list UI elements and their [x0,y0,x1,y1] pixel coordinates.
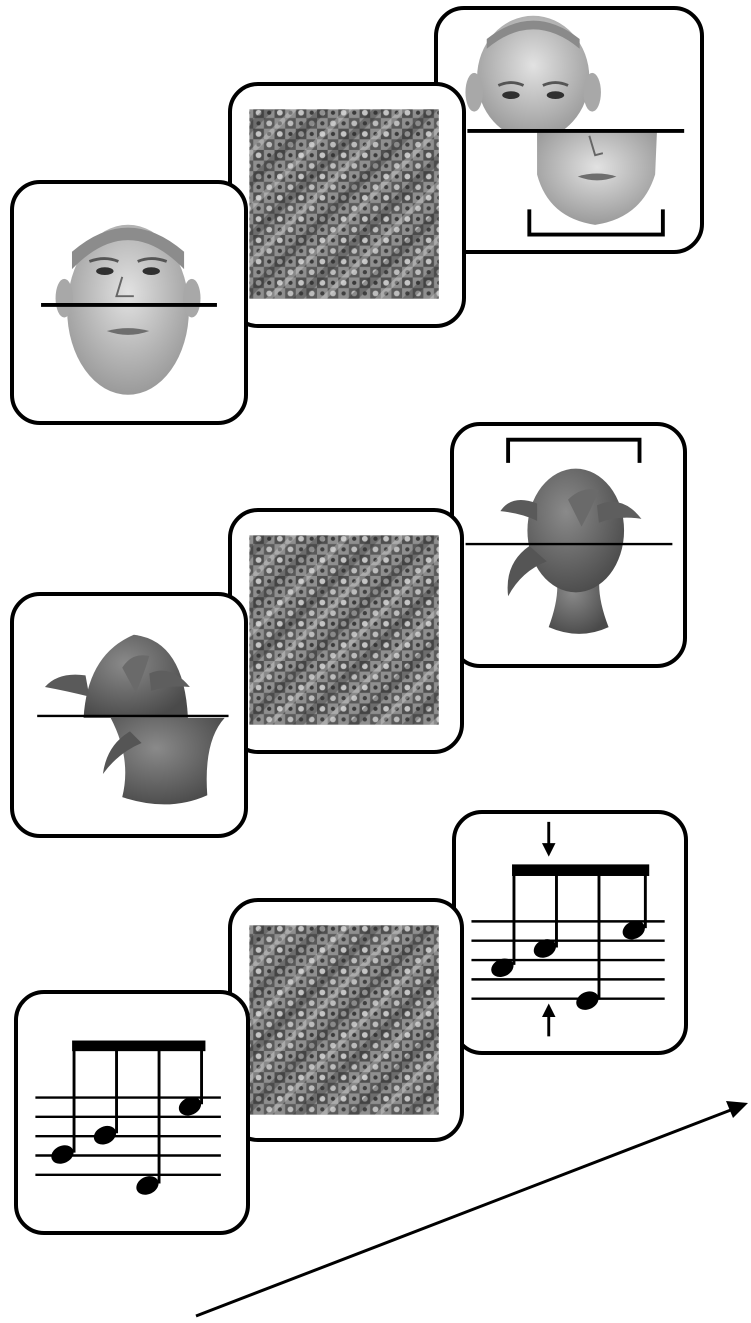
time-arrow [0,0,751,1323]
